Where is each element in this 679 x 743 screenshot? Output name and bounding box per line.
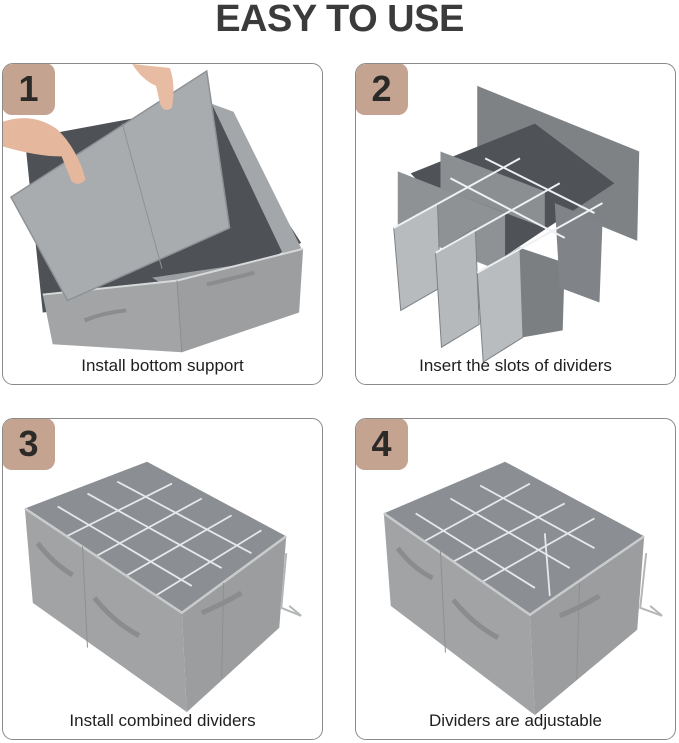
step-2-image (393, 85, 640, 363)
step-badge: 3 (3, 419, 55, 470)
step-badge: 1 (3, 64, 55, 115)
step-badge: 2 (356, 64, 408, 115)
page-title: EASY TO USE (215, 0, 464, 40)
step-caption: Install bottom support (81, 356, 244, 375)
step-card-1: 1 Install bottom support (2, 63, 323, 385)
step-caption: Install combined dividers (69, 711, 256, 730)
step-1-image (3, 64, 304, 353)
step-3-image (24, 461, 302, 713)
step-4-image (383, 461, 663, 716)
step-card-4: 4 Dividers are adjustable (355, 418, 676, 740)
step-caption: Insert the slots of dividers (419, 356, 612, 375)
step-badge: 4 (356, 419, 408, 470)
step-card-3: 3 Install combined dividers (2, 418, 323, 740)
step-caption: Dividers are adjustable (429, 711, 602, 730)
step-card-2: 2 Insert the slots of dividers (355, 63, 676, 385)
